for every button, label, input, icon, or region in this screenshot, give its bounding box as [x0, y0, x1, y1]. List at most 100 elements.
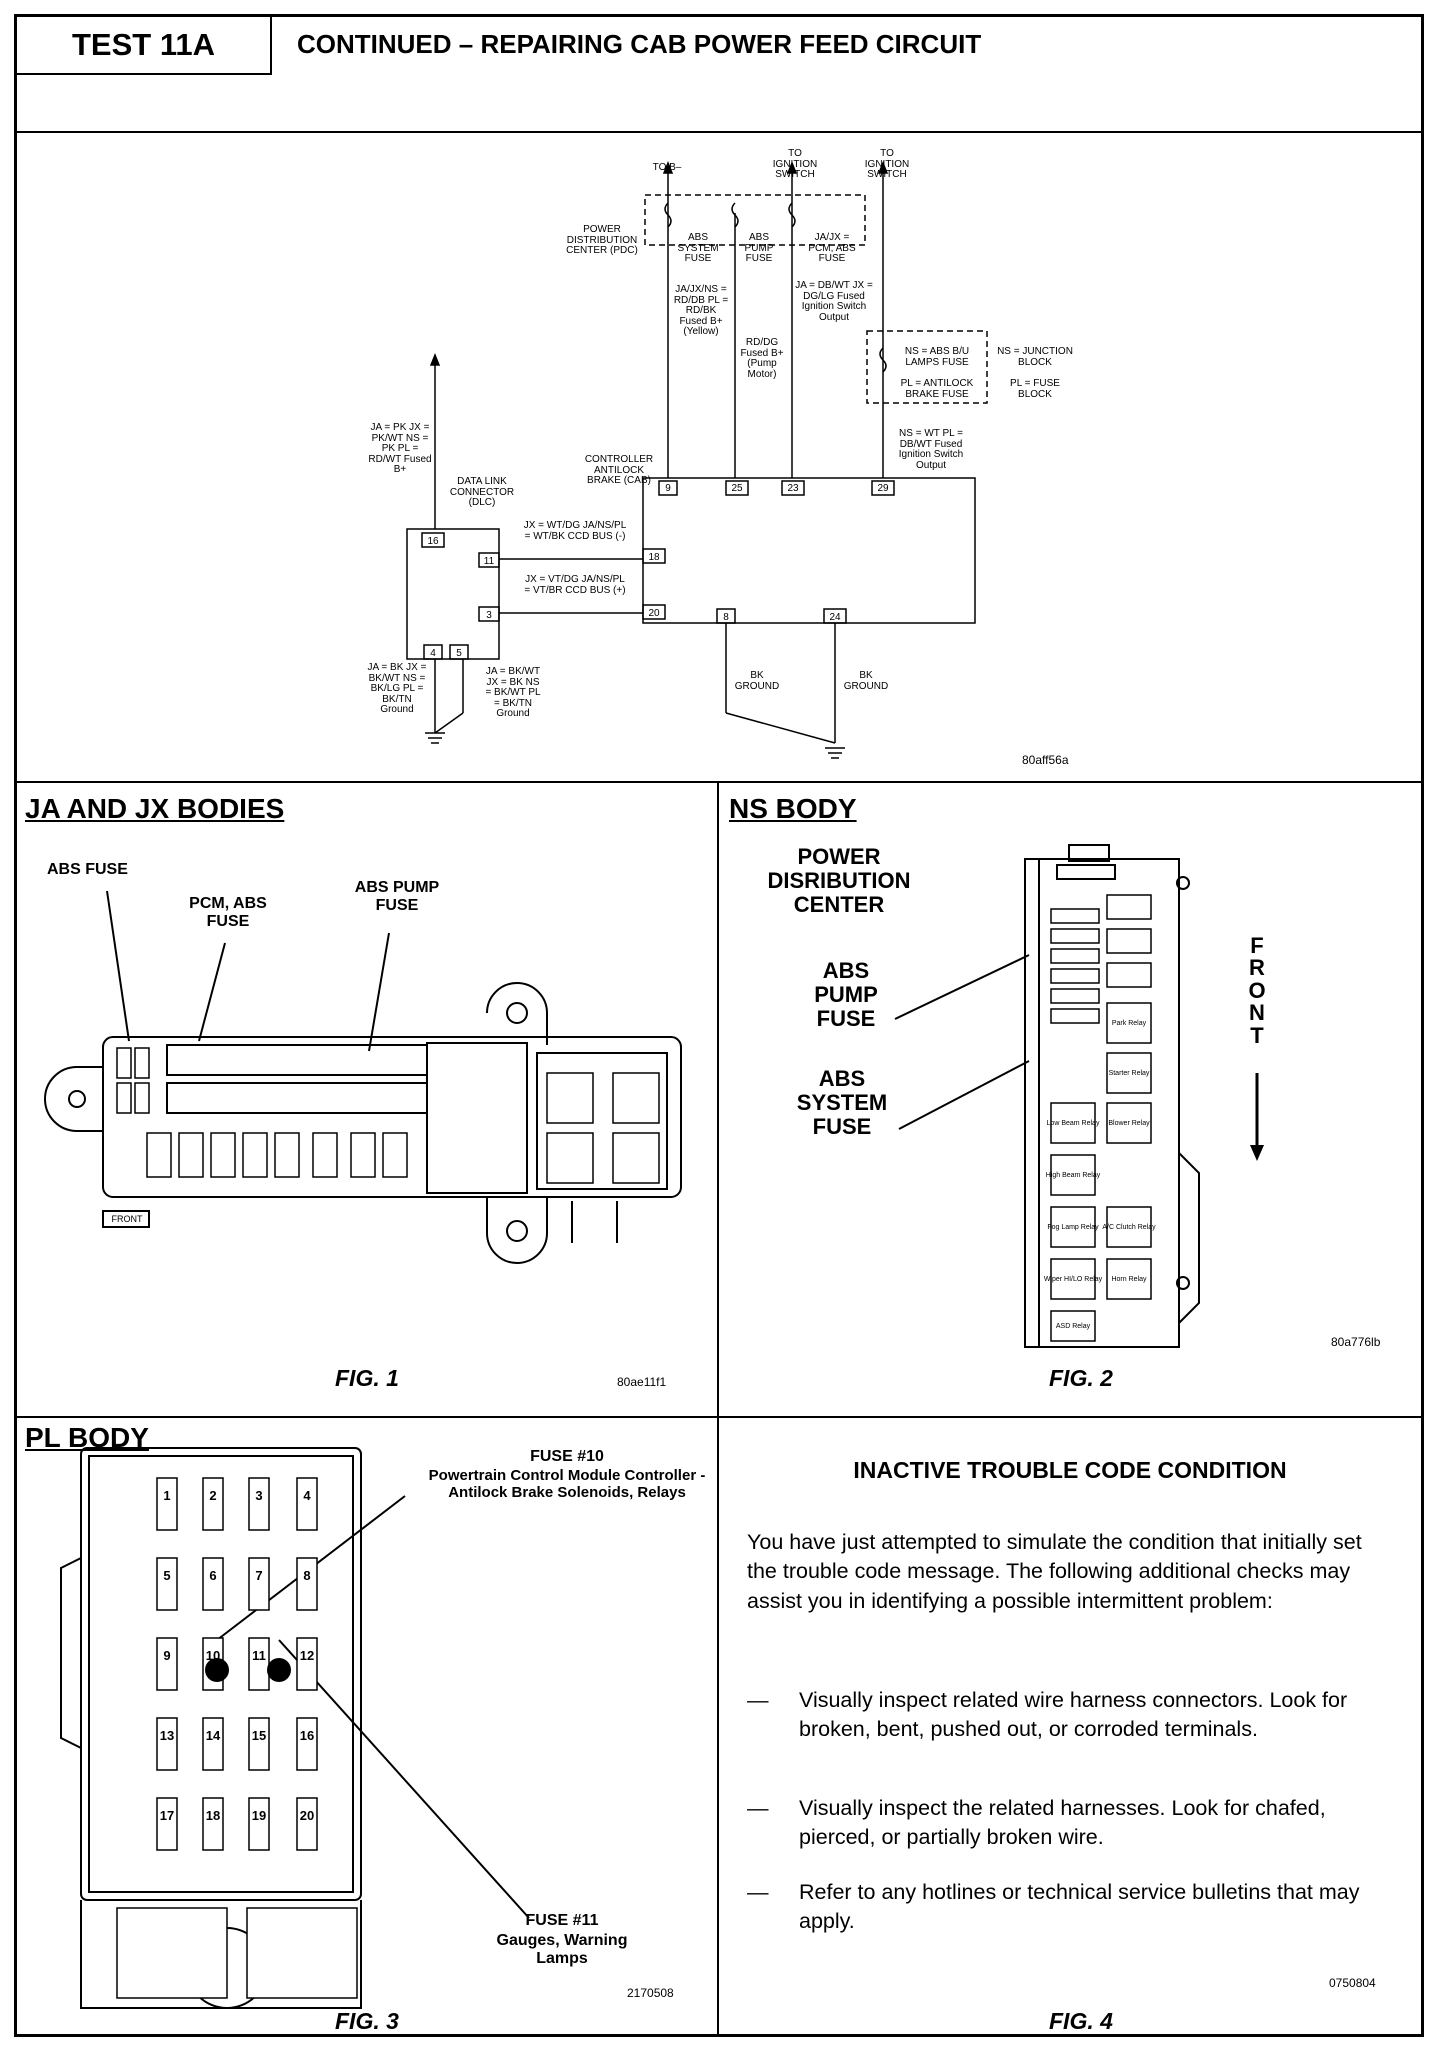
fuse-number: 15 [252, 1728, 266, 1743]
fuse-number: 16 [300, 1728, 314, 1743]
wire-color-label: JA = DB/WT JX = DG/LG Fused Ignition Swi… [795, 280, 873, 323]
fig4-code: 0750804 [1329, 1976, 1376, 1990]
ccd-bus-minus-label: JX = WT/DG JA/NS/PL = WT/BK CCD BUS (-) [523, 520, 627, 542]
pdc-label: POWER DISTRIBUTION CENTER (PDC) [566, 224, 638, 256]
bullet-dash: — [747, 1796, 769, 1820]
relay-label: A/C Clutch Relay [1102, 1224, 1156, 1231]
ns-lamp-fuse-label: NS = ABS B/U LAMPS FUSE [904, 346, 970, 368]
bullet-dash: — [747, 1688, 769, 1712]
relay-label: Horn Relay [1111, 1276, 1147, 1283]
fuse10-description: Powertrain Control Module Controller - A… [428, 1467, 706, 1501]
pl-antilock-fuse-label: PL = ANTILOCK BRAKE FUSE [900, 378, 974, 400]
front-letter: N [1249, 1000, 1265, 1026]
fuse11-marker [267, 1658, 291, 1682]
wire-color-label: NS = WT PL = DB/WT Fused Ignition Switch… [898, 428, 964, 471]
fuse11-title: FUSE #11 [525, 1912, 599, 1929]
fuse-number: 11 [252, 1648, 266, 1663]
front-letter: O [1248, 977, 1266, 1003]
pl-fuse-block-drawing: 1 2 3 4 5 6 7 8 9 10 11 12 13 14 15 16 1… [60, 1447, 530, 2009]
dlc-pin: 4 [430, 648, 436, 659]
fuse10-marker [205, 1658, 229, 1682]
fuse-number: 1 [163, 1488, 170, 1503]
cab-pin: 25 [731, 483, 743, 494]
fuse-number: 20 [300, 1808, 314, 1823]
bk-ground-label: BK GROUND [734, 670, 780, 692]
fig1-title: JA AND JX BODIES [25, 793, 285, 824]
ns-pdc-drawing: Park Relay Starter Relay Low Beam Relay … [894, 844, 1264, 1348]
fuse-number: 6 [209, 1568, 216, 1583]
wire-color-label: JA = PK JX = PK/WT NS = PK PL = RD/WT Fu… [368, 422, 432, 475]
cab-pin: 18 [648, 552, 660, 563]
relay-label: Starter Relay [1109, 1070, 1150, 1077]
fuse11-description: Gauges, Warning Lamps [496, 1932, 628, 1967]
abs-fuse-label: ABS FUSE [47, 861, 128, 878]
fuse-number: 13 [160, 1728, 174, 1743]
relay-label: Park Relay [1112, 1020, 1147, 1027]
relay-label: High Beam Relay [1046, 1172, 1101, 1179]
cab-pin: 29 [877, 483, 889, 494]
header: TEST 11A CONTINUED – REPAIRING CAB POWER… [17, 17, 1421, 133]
ccd-bus-plus-label: JX = VT/DG JA/NS/PL = VT/BR CCD BUS (+) [524, 574, 626, 596]
fuse-number: 19 [252, 1808, 266, 1823]
dlc-pin: 5 [456, 648, 462, 659]
fig4-title: INACTIVE TROUBLE CODE CONDITION [853, 1457, 1287, 1483]
ground-wire-label: JA = BK/WT JX = BK NS = BK/WT PL = BK/TN… [485, 666, 541, 719]
cab-pin: 9 [665, 483, 671, 494]
fuse-number: 8 [303, 1568, 310, 1583]
bullet-dash: — [747, 1880, 769, 1904]
ground-wire-label: JA = BK JX = BK/WT NS = BK/LG PL = BK/TN… [367, 662, 427, 715]
diagram-code: 80aff56a [1022, 753, 1069, 767]
fig3-caption: FIG. 3 [335, 2008, 399, 2034]
dlc-label: DATA LINK CONNECTOR (DLC) [449, 476, 515, 508]
fuse-number: 12 [300, 1648, 314, 1663]
fig2-caption: FIG. 2 [1049, 1365, 1113, 1391]
fuse-number: 18 [206, 1808, 220, 1823]
check-item: Visually inspect related wire harness co… [799, 1688, 1348, 1742]
relay-label: Low Beam Relay [1047, 1120, 1100, 1127]
wiring-schematic: 9 25 23 29 18 20 8 24 16 11 3 4 5 [406, 160, 988, 759]
relay-label: ASD Relay [1056, 1323, 1091, 1330]
bk-ground-label: BK GROUND [843, 670, 889, 692]
cab-label: CONTROLLER ANTILOCK BRAKE (CAB) [584, 454, 654, 486]
document-frame: TEST 11A CONTINUED – REPAIRING CAB POWER… [14, 14, 1424, 2037]
fuse-number: 14 [206, 1728, 221, 1743]
fuse-number: 7 [255, 1568, 262, 1583]
dlc-pin: 16 [427, 536, 439, 547]
front-letter: T [1250, 1022, 1264, 1048]
fig2-panel: NS BODY POWER DISRIBUTION CENTER ABS PUM… [719, 783, 1421, 1418]
fuse-number: 2 [209, 1488, 216, 1503]
test-label: TEST 11A [17, 17, 272, 75]
junction-block-label: NS = JUNCTION BLOCK [997, 346, 1073, 368]
dlc-pin: 11 [484, 556, 495, 567]
relay-slots [1050, 894, 1152, 1342]
fig3-panel: PL BODY FUSE #10 Powertrain Control Modu… [17, 1418, 719, 2037]
fig2-code: 80a776lb [1331, 1335, 1381, 1349]
fig1-caption: FIG. 1 [335, 1365, 399, 1391]
abs-system-fuse-label: ABS SYSTEM FUSE [796, 1066, 888, 1140]
fig1-code: 80ae11f1 [617, 1375, 667, 1389]
front-indicator: F R O N T [1245, 933, 1269, 1048]
relay-label: Wiper HI/LO Relay [1044, 1276, 1103, 1283]
cab-pin: 20 [648, 608, 660, 619]
relay-label: Fog Lamp Relay [1047, 1224, 1099, 1231]
fuse-box-drawing [44, 890, 682, 1264]
schematic-panel: 9 25 23 29 18 20 8 24 16 11 3 4 5 TO B– … [17, 133, 1421, 783]
cab-pin: 23 [787, 483, 799, 494]
front-letter: R [1249, 955, 1265, 981]
fuse-block-label: PL = FUSE BLOCK [1010, 378, 1060, 400]
fig4-panel: INACTIVE TROUBLE CODE CONDITION You have… [719, 1418, 1421, 2037]
front-letter: F [1250, 933, 1264, 958]
pdc-label: POWER DISRIBUTION CENTER [767, 844, 911, 918]
fuse-number: 5 [163, 1568, 170, 1583]
fuse-number: 9 [163, 1648, 170, 1663]
relay-label: Blower Relay [1108, 1120, 1150, 1127]
fuse-number: 4 [303, 1488, 311, 1503]
cab-pin: 8 [723, 612, 729, 623]
fig1-panel: JA AND JX BODIES ABS FUSE PCM, ABS FUSE … [17, 783, 719, 1418]
fuse-slots [116, 1047, 660, 1184]
cab-pin: 24 [829, 612, 841, 623]
pcm-abs-fuse-label: PCM, ABS FUSE [189, 895, 267, 930]
abs-pump-fuse-label: ABS PUMP FUSE [814, 958, 878, 1032]
to-b-plus-label: TO B– [652, 162, 682, 173]
